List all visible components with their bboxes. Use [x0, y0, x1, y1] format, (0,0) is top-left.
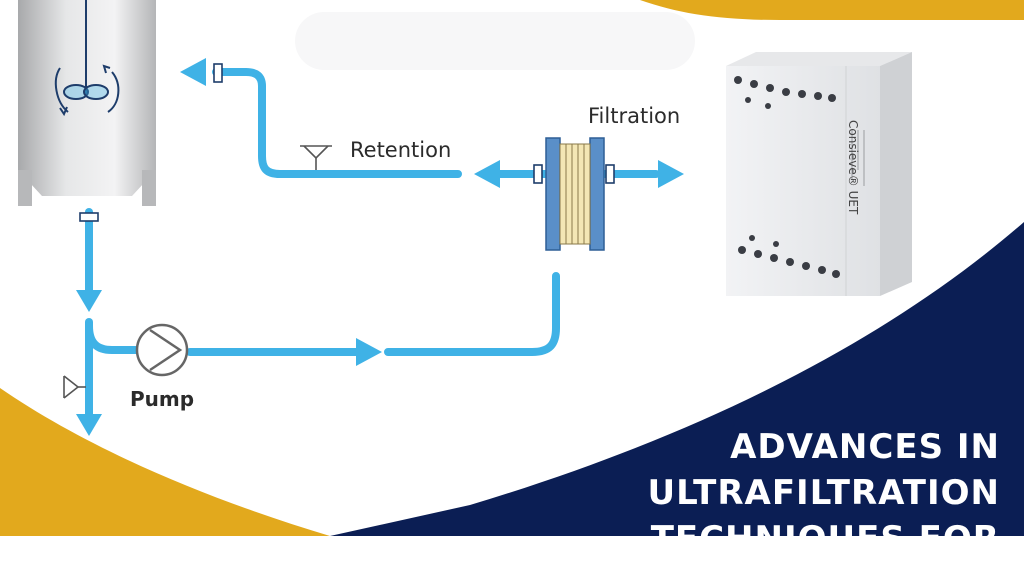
product-brand-label: Consieve® UET	[846, 120, 860, 215]
headline-line-2: ULTRAFILTRATION	[647, 473, 1000, 513]
product-cassette-image	[726, 52, 912, 296]
headline-line-1: ADVANCES IN	[730, 427, 1000, 467]
flow-direction-icon	[356, 338, 382, 366]
flow-direction-icon	[474, 160, 500, 188]
headline: ADVANCES IN ULTRAFILTRATION TECHNIQUES F…	[560, 424, 1000, 562]
flow-direction-icon	[658, 160, 684, 188]
flow-arrows	[76, 58, 684, 436]
pump-icon	[135, 323, 189, 377]
gold-background-shape	[0, 388, 330, 536]
valve-icon	[63, 375, 86, 399]
headline-line-3: TECHNIQUES FOR	[650, 519, 1000, 559]
faint-highlight	[295, 12, 695, 70]
flow-direction-icon	[76, 414, 102, 436]
navy-background-shape	[330, 222, 1024, 536]
flow-direction-icon	[76, 290, 102, 312]
flow-direction-icon	[180, 58, 206, 86]
connector-markers	[79, 63, 615, 222]
filtration-label: Filtration	[588, 104, 681, 128]
ultrafiltration-diagram	[0, 0, 1024, 536]
pump-label: Pump	[130, 387, 195, 411]
retention-label: Retention	[350, 138, 452, 162]
filter-cassette-icon	[545, 137, 605, 251]
agitator-icon	[54, 0, 120, 117]
gold-top-shape	[640, 0, 1024, 20]
valve-icon	[300, 145, 332, 170]
